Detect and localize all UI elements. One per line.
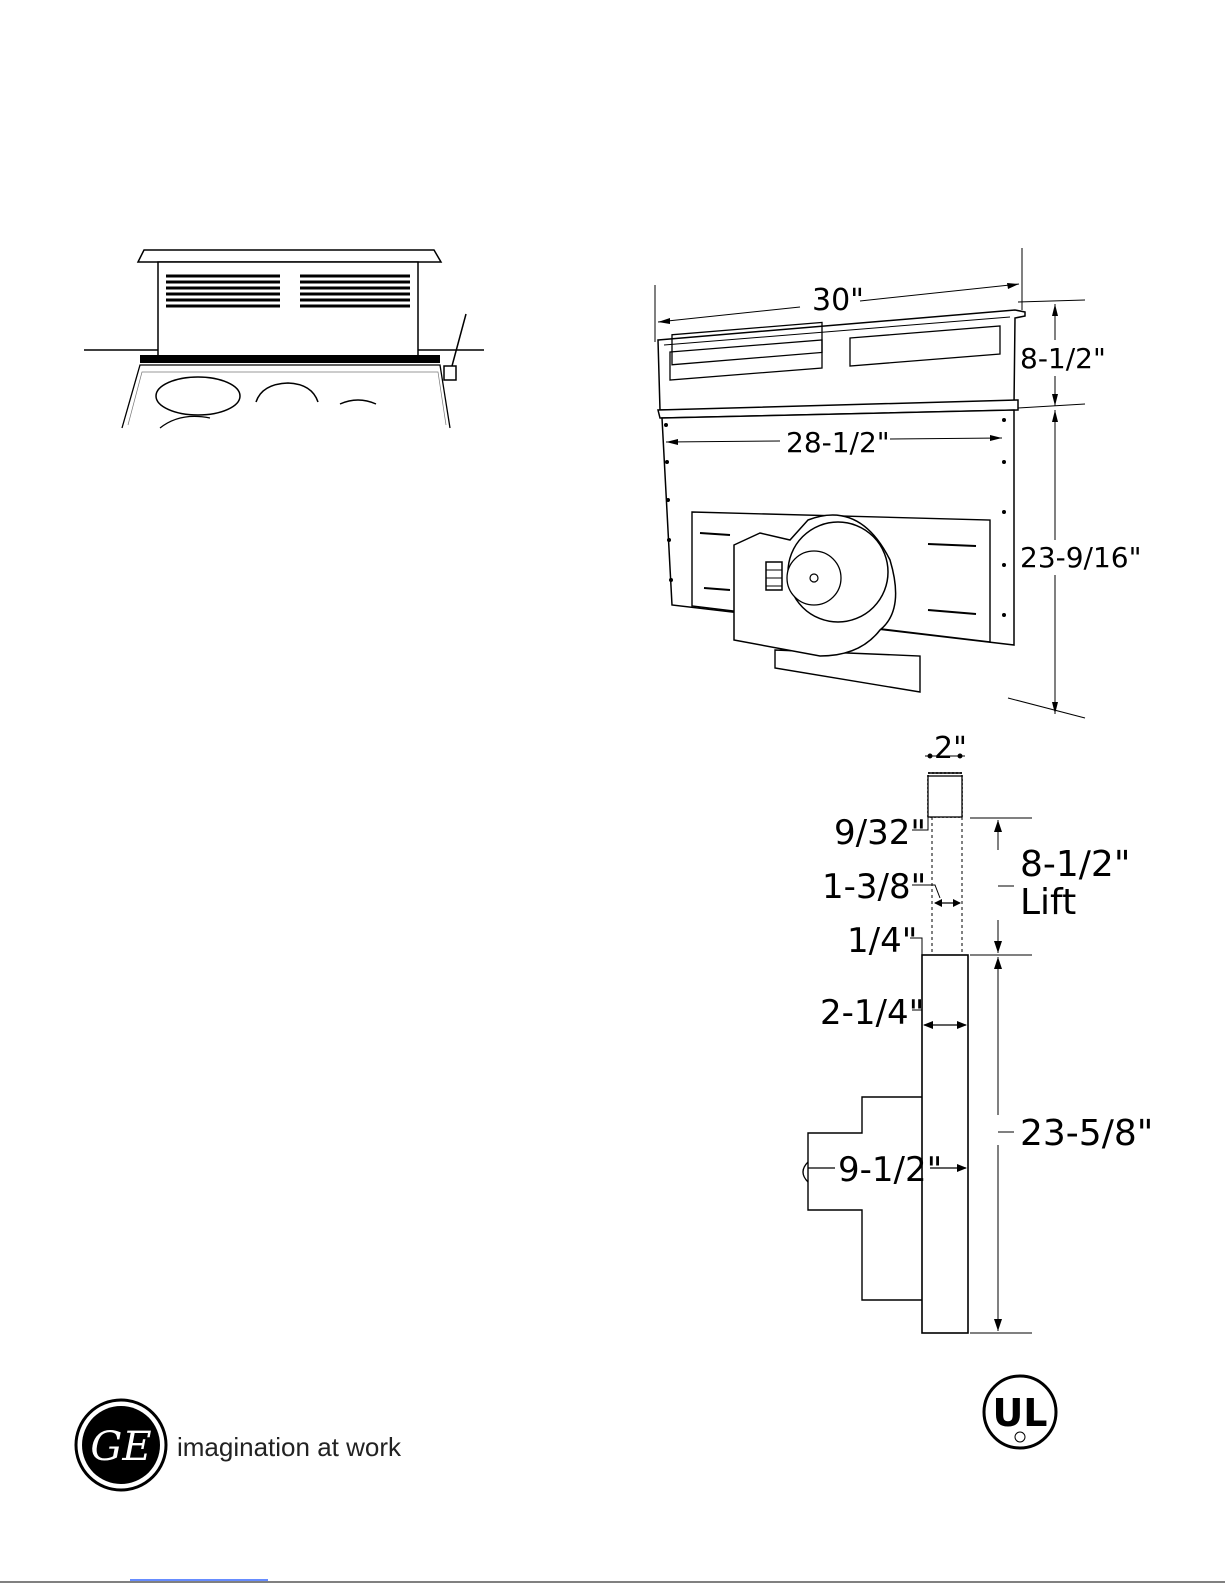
- side-body-height-dimension: 23-5/8": [1020, 1113, 1153, 1154]
- side-inner-depth-dimension: 1-3/8": [822, 867, 926, 907]
- side-gap-dimension: 9/32": [834, 813, 926, 853]
- side-lift-dimension: 8-1/2": [1020, 844, 1130, 885]
- svg-text:UL: UL: [992, 1391, 1047, 1435]
- front-inner-width-dimension: 28-1/2": [786, 426, 890, 459]
- ul-certification-mark: UL: [984, 1376, 1056, 1448]
- side-body-depth-dimension: 2-1/4": [820, 993, 924, 1033]
- front-body-height-dimension: 23-9/16": [1020, 541, 1142, 574]
- bottom-rule: [0, 1580, 1225, 1582]
- front-lift-dimension: 8-1/2": [1020, 342, 1106, 375]
- side-lift-word: Lift: [1020, 882, 1076, 923]
- front-view-drawing: [655, 248, 1085, 718]
- tagline: imagination at work: [177, 1432, 402, 1462]
- side-top-width-dimension: 2": [934, 731, 967, 766]
- ge-logo: GE: [76, 1400, 166, 1490]
- installed-downdraft-illustration: [84, 250, 484, 428]
- side-blower-depth-dimension: 9-1/2": [838, 1150, 942, 1190]
- front-width-dimension: 30": [812, 283, 864, 318]
- side-edge-dimension: 1/4": [847, 921, 917, 961]
- svg-text:GE: GE: [90, 1424, 151, 1470]
